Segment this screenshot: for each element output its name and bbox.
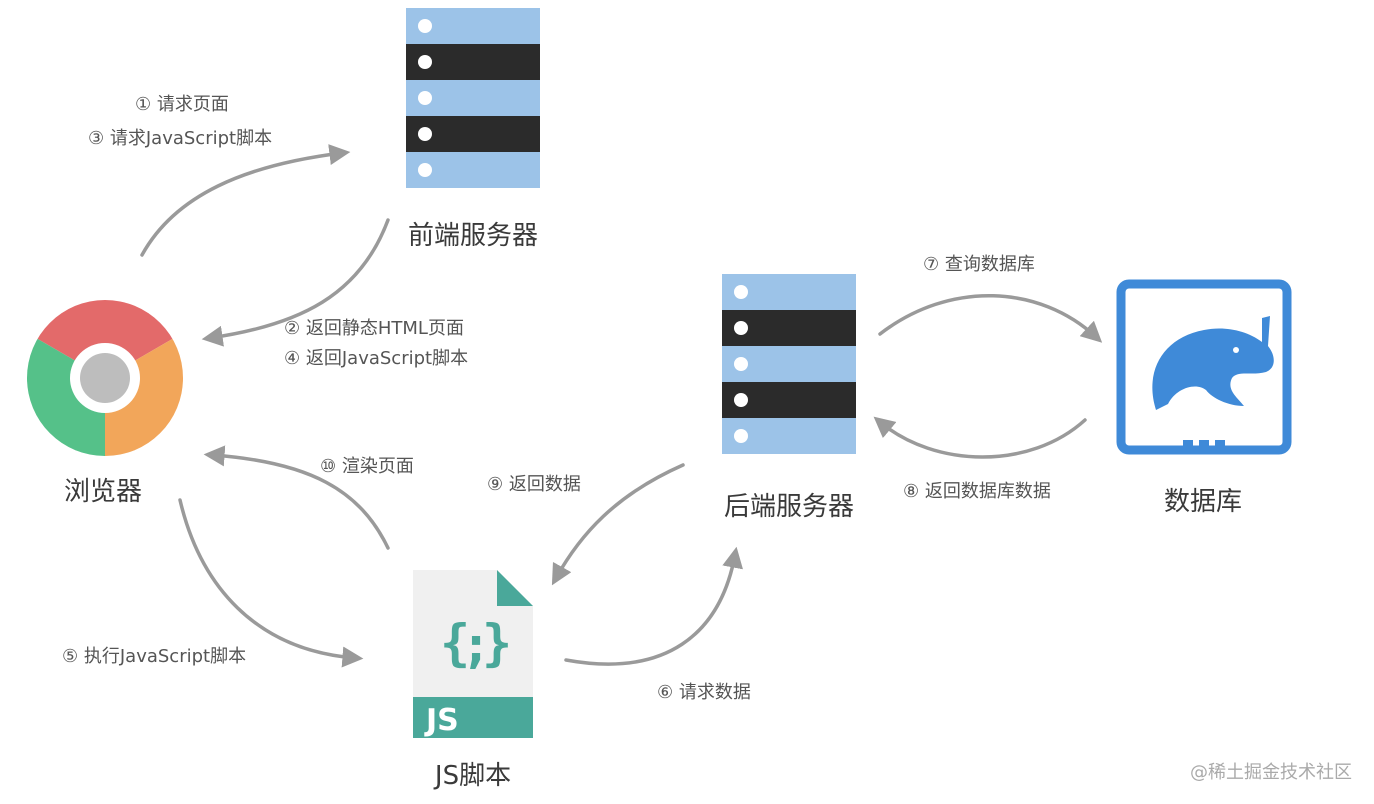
arrow-return-html	[201, 218, 390, 347]
edge-label-10: ⑩ 渲染页面	[320, 456, 414, 477]
arrow-request-data	[564, 546, 743, 666]
edge-label-5: ⑤ 执行JavaScript脚本	[62, 646, 246, 667]
watermark: @稀土掘金技术社区	[1190, 762, 1352, 783]
js-file-icon: { ; } JS	[413, 570, 533, 738]
chrome-browser-icon	[27, 300, 183, 456]
arrow-request-page	[140, 144, 351, 257]
brace-left-glyph: {	[440, 614, 470, 672]
frontend-server-icon	[406, 8, 540, 188]
arrow-return-data	[551, 463, 685, 586]
edge-label-7: ⑦ 查询数据库	[923, 254, 1035, 275]
edge-label-4: ④ 返回JavaScript脚本	[284, 348, 468, 369]
js-badge: JS	[424, 703, 459, 738]
dolphin-icon	[1152, 316, 1274, 410]
backend-server-label: 后端服务器	[724, 492, 854, 522]
edge-label-1: ① 请求页面	[135, 94, 229, 115]
arrow-render-page	[203, 445, 390, 550]
database-label: 数据库	[1164, 487, 1242, 517]
arrow-return-db-data	[873, 416, 1087, 459]
edge-label-8: ⑧ 返回数据库数据	[903, 481, 1051, 502]
edge-label-6: ⑥ 请求数据	[657, 682, 751, 703]
brace-right-glyph: }	[482, 614, 512, 672]
arrow-query-database	[878, 294, 1103, 343]
frontend-server-label: 前端服务器	[408, 221, 538, 251]
js-script-label: JS脚本	[433, 761, 511, 791]
edge-label-9: ⑨ 返回数据	[487, 474, 581, 495]
backend-server-icon	[722, 274, 856, 454]
edge-label-3: ③ 请求JavaScript脚本	[88, 128, 272, 149]
semicolon-glyph: ;	[461, 616, 491, 674]
database-icon	[1116, 279, 1292, 455]
edge-label-2: ② 返回静态HTML页面	[284, 318, 464, 339]
arrow-execute-script	[178, 498, 364, 668]
browser-label: 浏览器	[64, 477, 142, 507]
